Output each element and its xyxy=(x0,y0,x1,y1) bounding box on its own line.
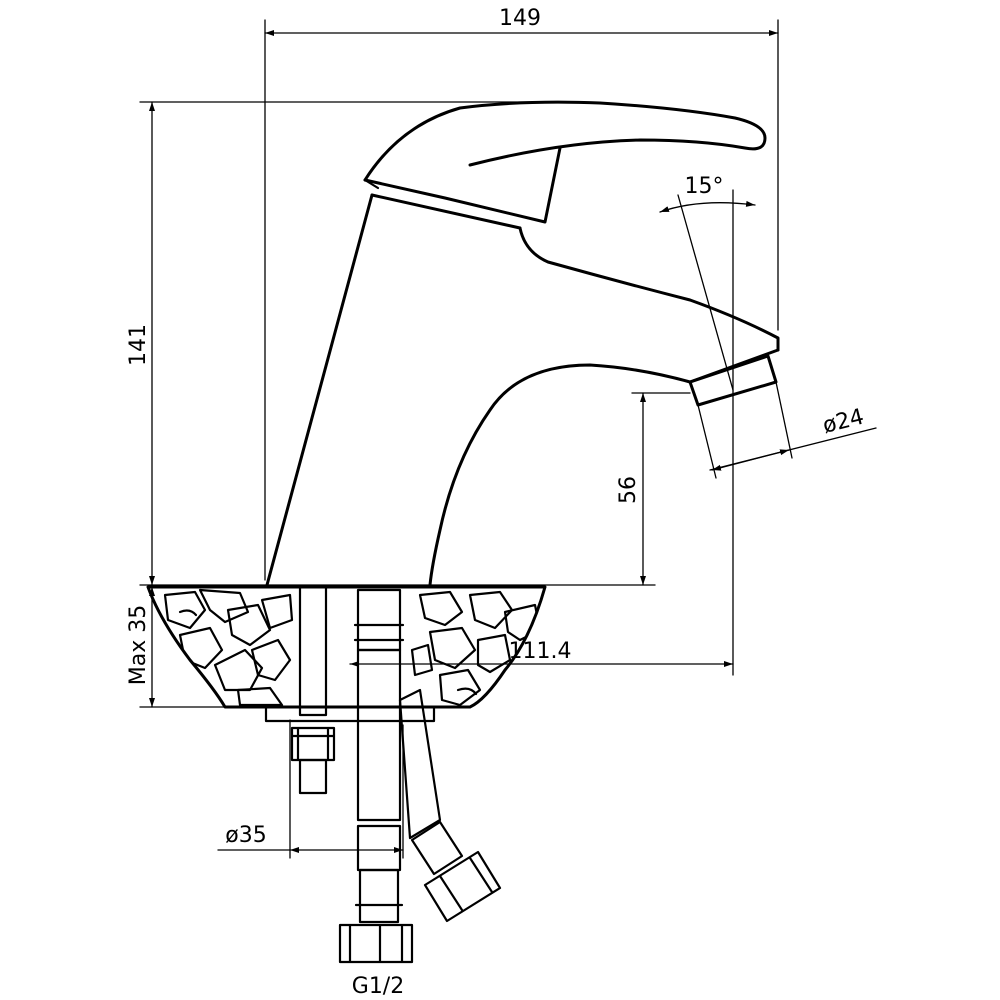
hose-straight-nut xyxy=(338,923,414,964)
mounting-plate xyxy=(264,705,436,723)
handle-front xyxy=(363,146,562,224)
hose-straight-mesh-lower xyxy=(356,824,402,872)
handle-top xyxy=(363,100,767,182)
dim-angle-arc xyxy=(659,200,756,213)
hose-bent-fitting xyxy=(410,820,464,876)
hose-straight-fitting xyxy=(354,868,404,924)
body-left-edge xyxy=(265,193,374,587)
supply-hoses xyxy=(338,588,502,964)
dim-reach-label: 111.4 xyxy=(509,639,572,664)
dim-aerator-label: ø24 xyxy=(820,405,866,439)
dim-height-label: 141 xyxy=(126,324,151,366)
stud-nut xyxy=(290,726,336,762)
spout-upper xyxy=(518,226,780,352)
stud-lower xyxy=(298,758,328,795)
body-collar xyxy=(370,193,522,230)
dim-counter-label: Max 35 xyxy=(126,605,151,685)
spout-underside xyxy=(428,348,780,587)
hose-upper-fitting xyxy=(353,588,405,652)
lever-handle xyxy=(363,100,767,224)
faucet-body xyxy=(265,193,780,587)
stone-pattern xyxy=(163,588,542,707)
counter-top xyxy=(146,585,547,709)
hose-bent-mesh xyxy=(398,688,442,840)
dim-spout-height-label: 56 xyxy=(616,476,641,504)
dimension-lines xyxy=(139,19,877,859)
dim-width-label: 149 xyxy=(499,6,541,31)
threaded-stud xyxy=(290,585,336,795)
dim-angle-label: 15° xyxy=(685,174,724,199)
hose-straight-mesh xyxy=(356,648,402,822)
hose-bent-nut xyxy=(423,850,502,923)
stud-upper xyxy=(298,585,328,717)
dim-base-label: ø35 xyxy=(225,823,266,848)
counter-outline xyxy=(146,585,547,709)
handle-lower-edge xyxy=(363,178,380,190)
connection-label: G1/2 xyxy=(352,974,404,999)
